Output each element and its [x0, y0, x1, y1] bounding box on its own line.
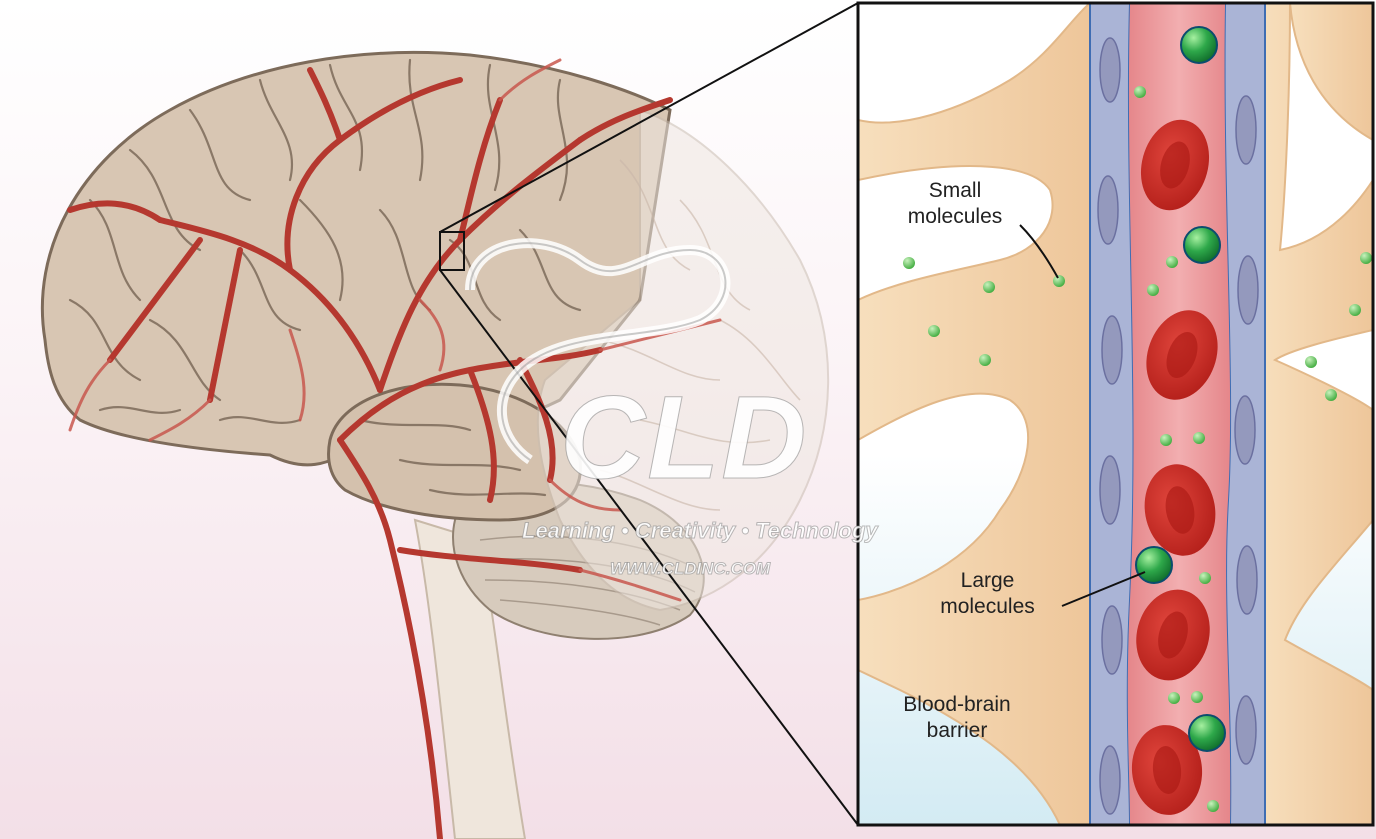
blood-brain-barrier-label: Blood-brain barrier [882, 692, 1032, 744]
large-molecules-label-line1: Large [910, 568, 1065, 594]
vessel-wall-left [1090, 3, 1134, 825]
large-molecules-label-line2: molecules [910, 594, 1065, 620]
blood-brain-barrier-label-line2: barrier [882, 718, 1032, 744]
large-molecules-label: Large molecules [910, 568, 1065, 620]
watermark-logo-text: CLD [560, 378, 809, 498]
watermark-url: WWW.CLDINC.COM [610, 558, 770, 580]
small-molecules-label: Small molecules [880, 178, 1030, 230]
blood-brain-barrier-label-line1: Blood-brain [882, 692, 1032, 718]
watermark-tagline: Learning • Creativity • Technology [522, 518, 878, 544]
small-molecules-label-line1: Small [880, 178, 1030, 204]
small-molecules-label-line2: molecules [880, 204, 1030, 230]
